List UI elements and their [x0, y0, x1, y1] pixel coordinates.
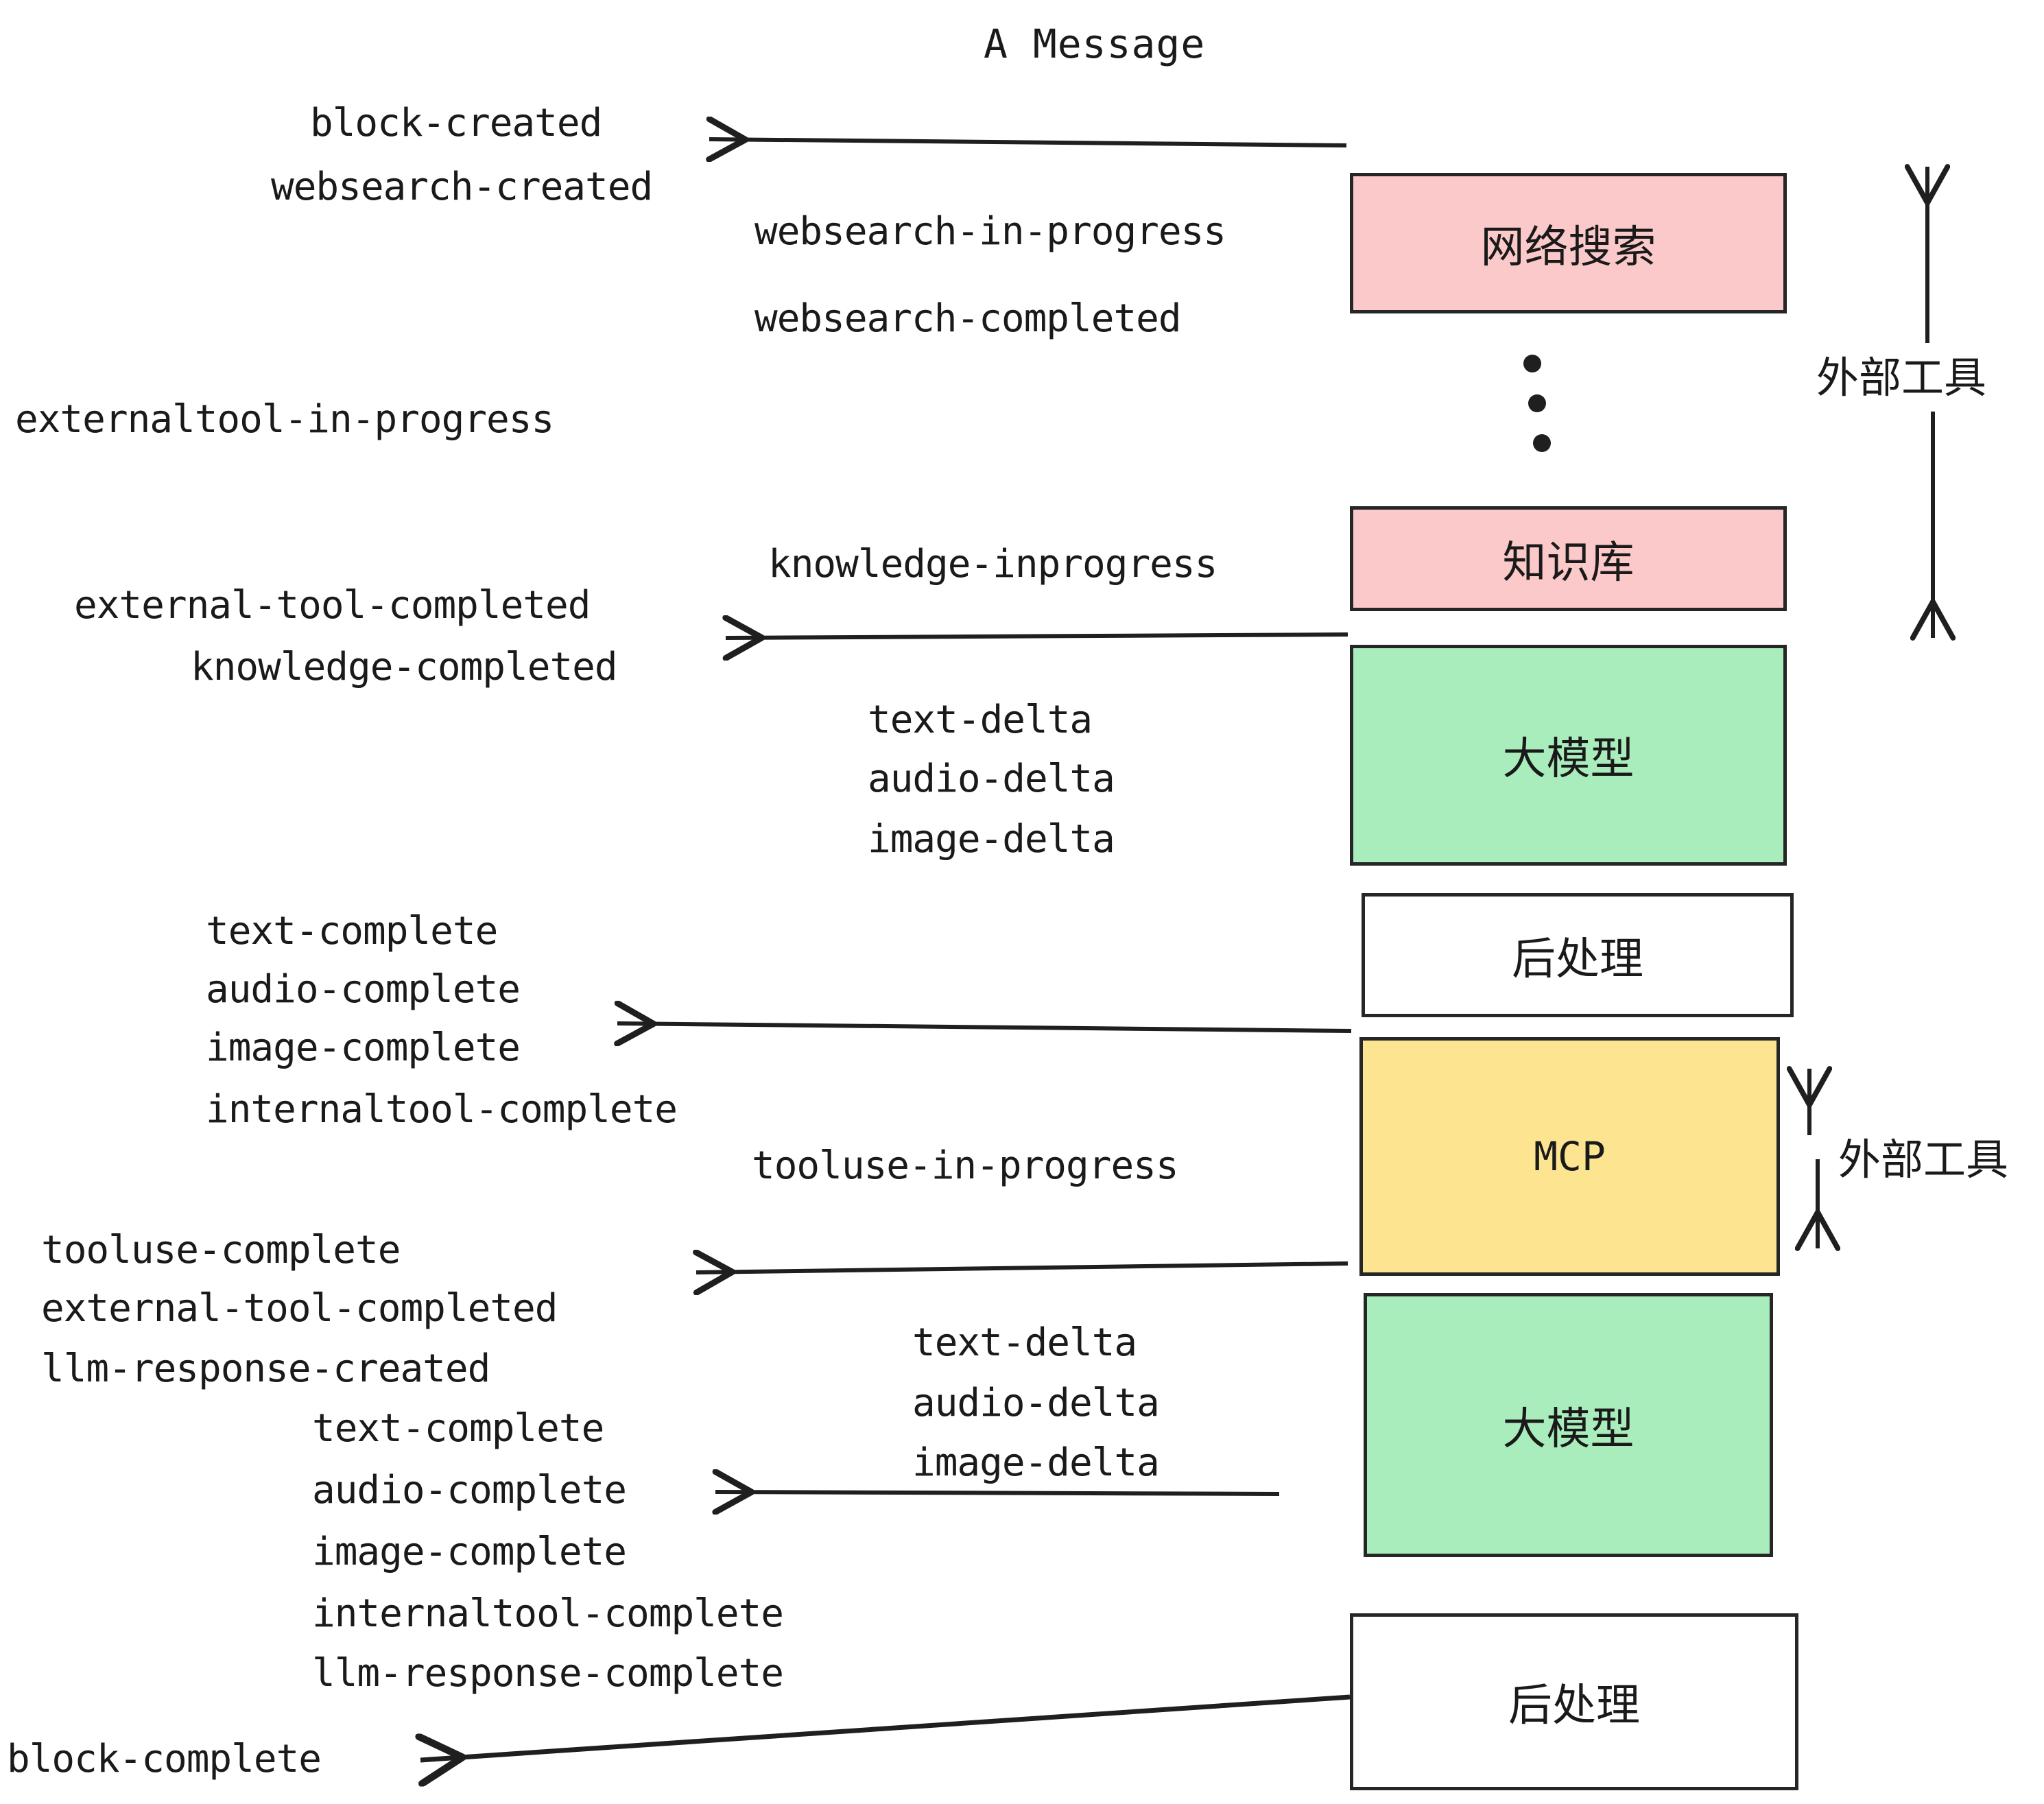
- ellipsis-dot-2: [1528, 394, 1546, 412]
- event-text-delta-1: text-delta: [868, 698, 1093, 742]
- event-text-complete-1: text-complete: [206, 909, 498, 953]
- arrow-llm2-to-audio-complete: [715, 1492, 1280, 1494]
- event-external-tool-completed-2: external-tool-completed: [41, 1286, 558, 1331]
- event-text-complete-2: text-complete: [312, 1406, 604, 1451]
- arrow-mcp-to-tooluse-complete: [696, 1263, 1348, 1272]
- event-image-complete-1: image-complete: [206, 1025, 521, 1070]
- event-audio-delta-2: audio-delta: [912, 1381, 1160, 1425]
- node-postprocess-2-label: 后处理: [1508, 1681, 1640, 1731]
- event-block-created: block-created: [310, 101, 602, 145]
- arrow-post2-to-block-complete: [420, 1694, 1351, 1760]
- node-knowledge[interactable]: 知识库: [1350, 506, 1787, 611]
- node-mcp[interactable]: MCP: [1359, 1037, 1780, 1276]
- event-externaltool-in-progress: externaltool-in-progress: [15, 397, 554, 442]
- event-audio-complete-1: audio-complete: [206, 967, 521, 1012]
- node-websearch[interactable]: 网络搜索: [1350, 173, 1787, 313]
- arrow-websearch-to-created: [709, 139, 1347, 145]
- event-knowledge-inprogress: knowledge-inprogress: [768, 542, 1217, 586]
- node-llm-1[interactable]: 大模型: [1350, 645, 1787, 866]
- event-knowledge-completed: knowledge-completed: [191, 645, 618, 689]
- ellipsis-dot-1: [1523, 355, 1541, 372]
- node-llm-2[interactable]: 大模型: [1364, 1293, 1773, 1557]
- event-audio-complete-2: audio-complete: [312, 1468, 627, 1512]
- side-label-external-tools-top: 外部工具: [1816, 353, 1987, 403]
- event-websearch-created: websearch-created: [271, 165, 653, 209]
- event-tooluse-complete: tooluse-complete: [41, 1228, 401, 1272]
- node-websearch-label: 网络搜索: [1480, 222, 1656, 273]
- event-tooluse-in-progress: tooluse-in-progress: [752, 1143, 1179, 1188]
- event-block-complete: block-complete: [7, 1737, 322, 1781]
- event-llm-response-complete: llm-response-complete: [312, 1651, 784, 1696]
- side-label-external-tools-bottom: 外部工具: [1838, 1135, 2009, 1185]
- arrow-mcp-to-image-complete: [617, 1023, 1352, 1031]
- diagram-title: A Message: [984, 21, 1206, 67]
- node-postprocess-2[interactable]: 后处理: [1350, 1613, 1798, 1790]
- event-audio-delta-1: audio-delta: [868, 757, 1115, 801]
- event-image-complete-2: image-complete: [312, 1530, 627, 1574]
- event-external-tool-completed-1: external-tool-completed: [74, 583, 591, 628]
- node-knowledge-label: 知识库: [1502, 537, 1635, 589]
- ellipsis-dot-3: [1533, 434, 1551, 452]
- event-image-delta-2: image-delta: [912, 1440, 1160, 1485]
- node-postprocess-1-label: 后处理: [1512, 934, 1643, 985]
- event-image-delta-1: image-delta: [868, 817, 1115, 862]
- arrow-llm1-to-knowledge-completed: [726, 634, 1348, 638]
- node-llm-1-label: 大模型: [1502, 734, 1635, 785]
- node-postprocess-1[interactable]: 后处理: [1362, 893, 1794, 1017]
- event-internaltool-complete-1: internaltool-complete: [206, 1087, 678, 1132]
- node-llm-2-label: 大模型: [1502, 1403, 1635, 1455]
- event-internaltool-complete-2: internaltool-complete: [312, 1591, 784, 1636]
- event-websearch-completed: websearch-completed: [754, 296, 1182, 341]
- event-text-delta-2: text-delta: [912, 1320, 1137, 1365]
- event-llm-response-created: llm-response-created: [41, 1346, 490, 1391]
- node-mcp-label: MCP: [1534, 1133, 1606, 1180]
- event-websearch-in-progress: websearch-in-progress: [754, 209, 1226, 254]
